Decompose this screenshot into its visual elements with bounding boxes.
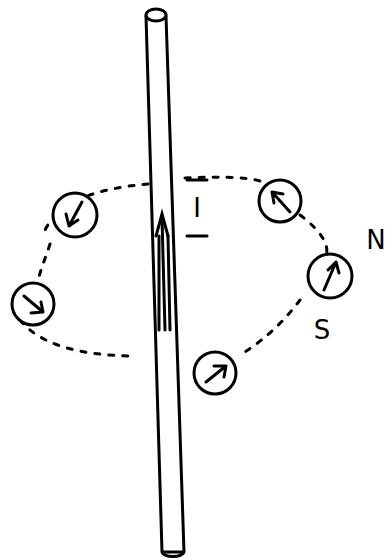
compass <box>12 283 54 325</box>
field-loop <box>300 215 327 255</box>
compass <box>308 254 352 298</box>
compass <box>194 352 236 394</box>
pole-label: N <box>366 227 385 253</box>
field-loop <box>38 244 50 282</box>
compass <box>259 180 301 222</box>
wire <box>146 9 184 557</box>
compass <box>53 193 97 237</box>
pole-label: S <box>314 317 331 343</box>
current-arrow <box>156 214 170 330</box>
field-loop <box>240 300 300 355</box>
current-label-serifs <box>187 180 207 236</box>
current-label: I <box>193 195 201 221</box>
